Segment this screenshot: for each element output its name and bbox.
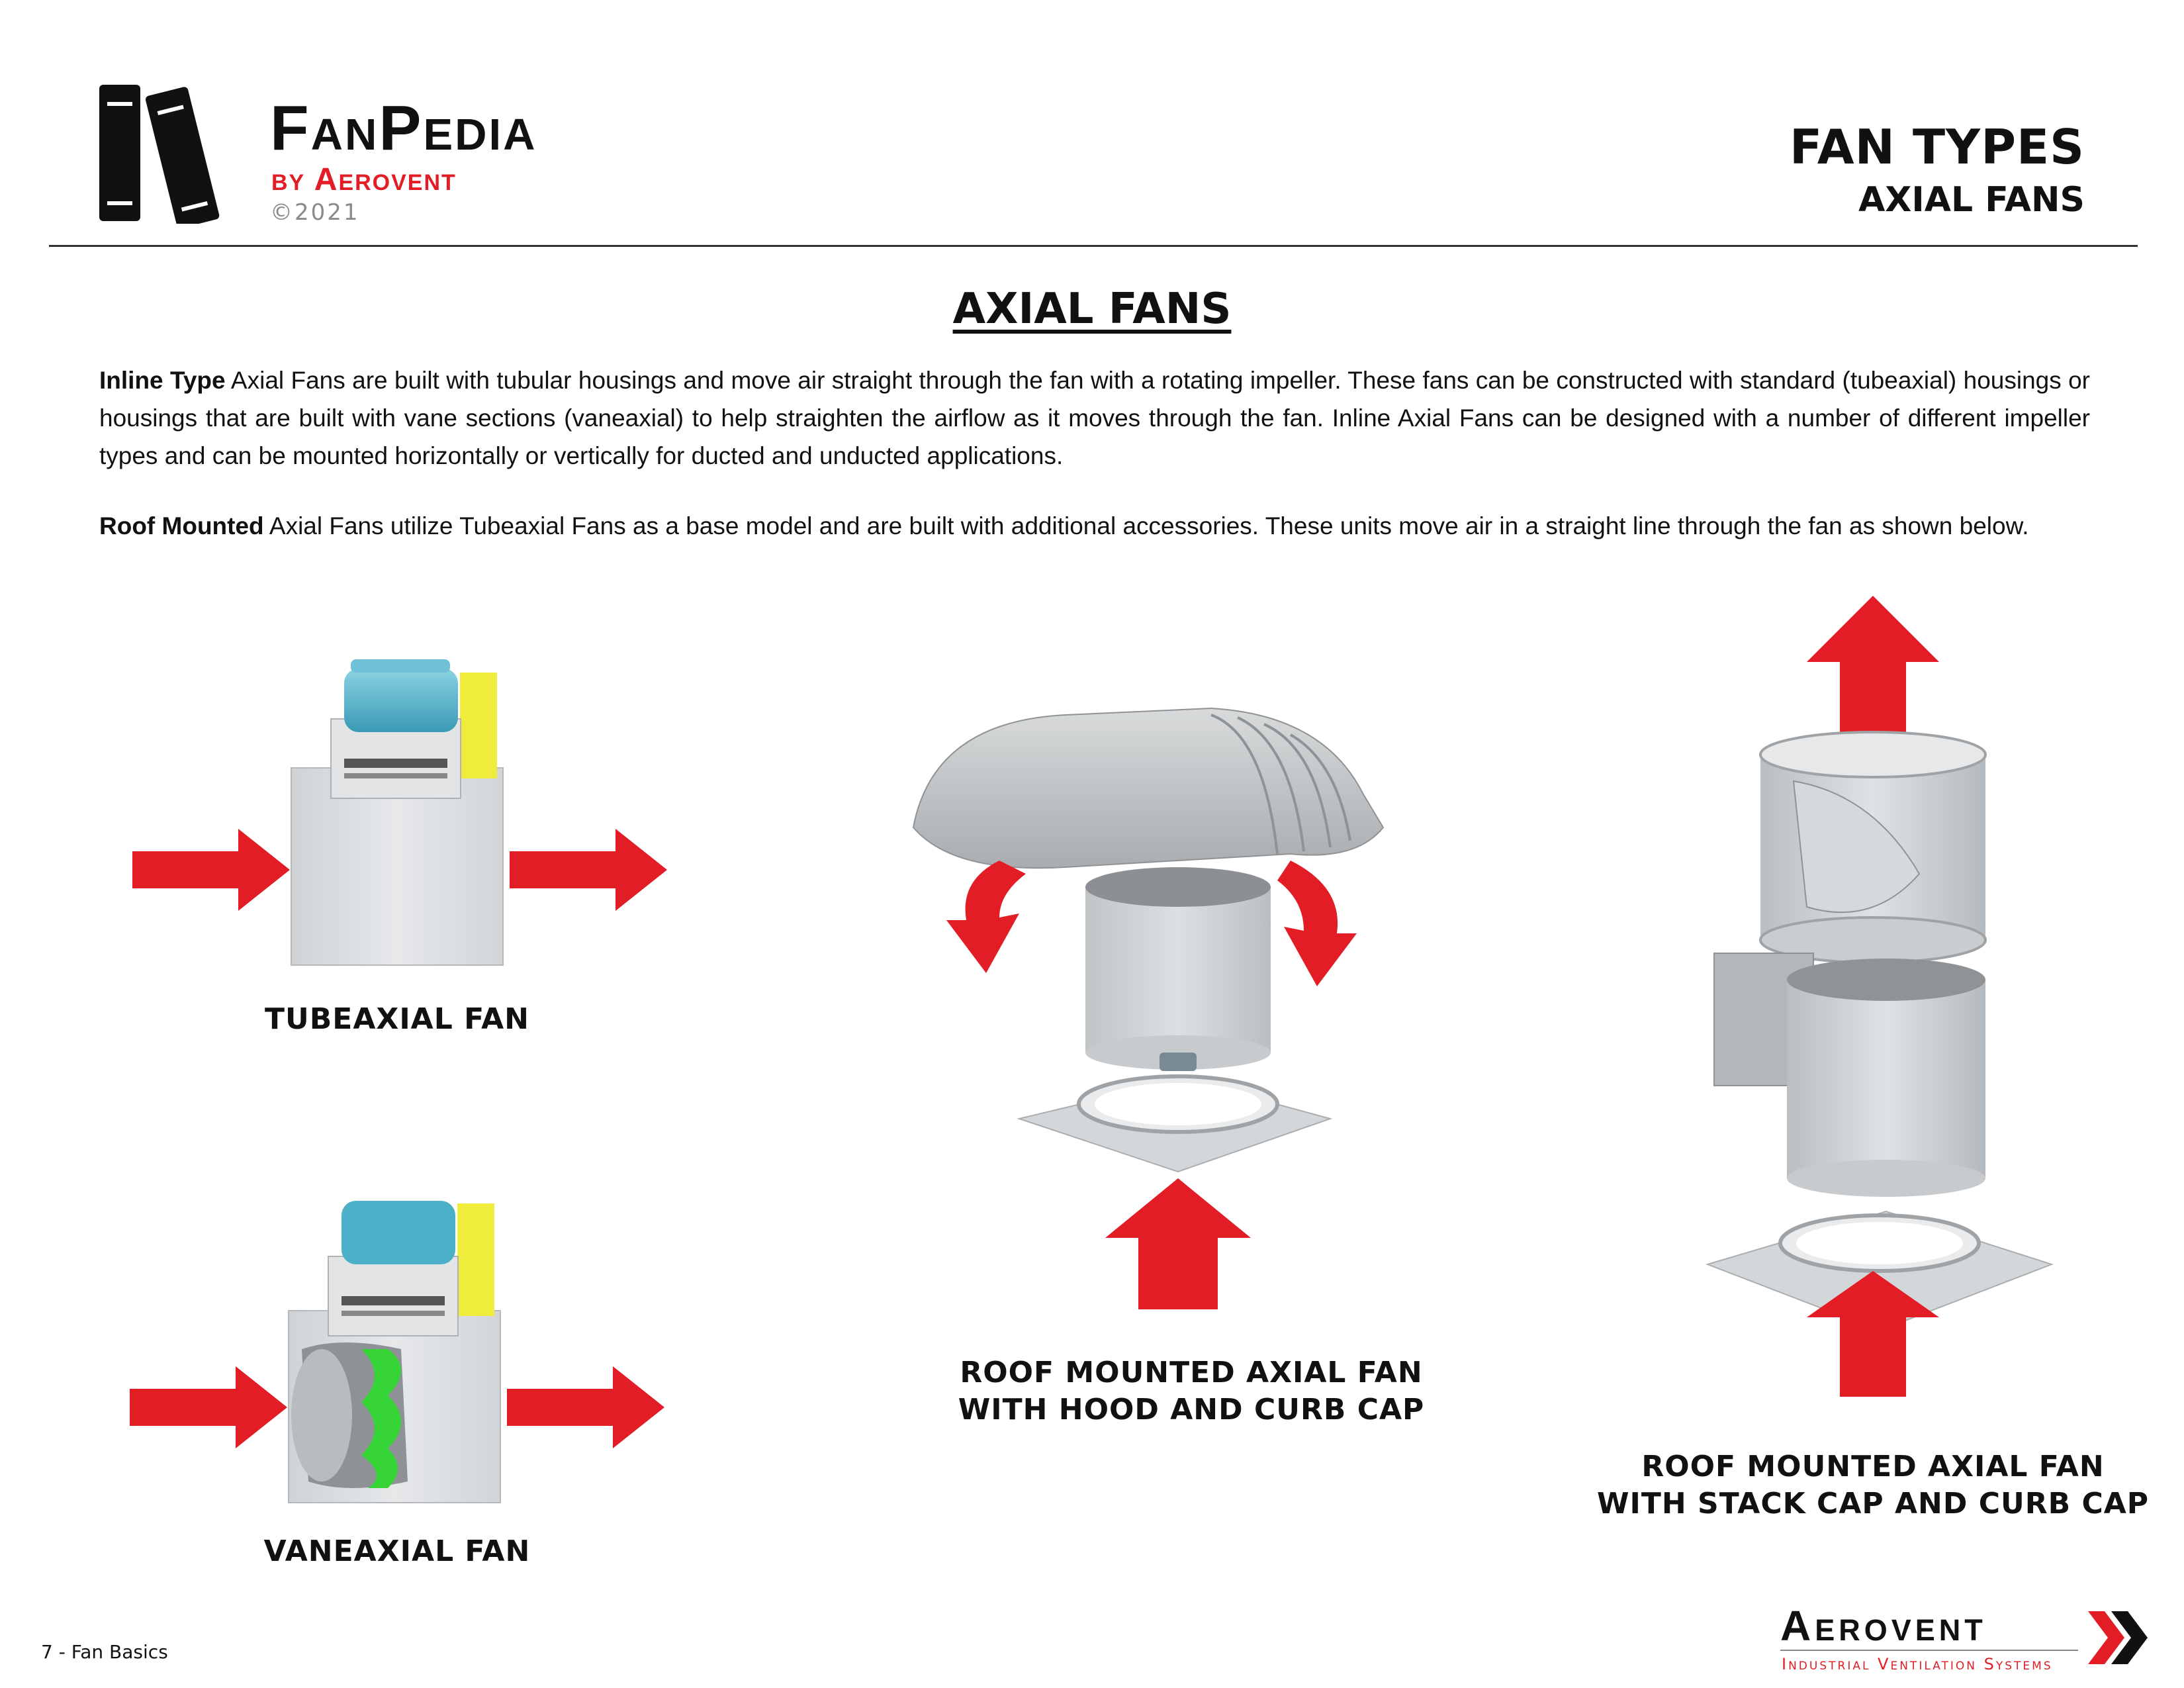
paragraph-text: Axial Fans utilize Tubeaxial Fans as a b… — [263, 512, 2029, 539]
footer-brand: Aerovent — [1780, 1602, 1987, 1650]
caption-roof-hood: ROOF MOUNTED AXIAL FAN WITH HOOD AND CUR… — [913, 1354, 1469, 1429]
footer-brand-divider — [1780, 1650, 2078, 1651]
header-title: FAN TYPES — [1789, 119, 2085, 175]
paragraph-inline-type: Inline Type Axial Fans are built with tu… — [99, 361, 2090, 475]
header-divider — [49, 245, 2138, 247]
caption-line: ROOF MOUNTED AXIAL FAN — [1641, 1450, 2105, 1483]
caption-line: WITH STACK CAP AND CURB CAP — [1596, 1487, 2150, 1521]
vaneaxial-fan-illustration — [130, 1201, 664, 1503]
paragraph-roof-mounted: Roof Mounted Axial Fans utilize Tubeaxia… — [99, 507, 2090, 545]
brand-name: FanPedia — [270, 93, 537, 164]
page-number-label: 7 - Fan Basics — [41, 1641, 168, 1663]
caption-roof-stack: ROOF MOUNTED AXIAL FAN WITH STACK CAP AN… — [1575, 1448, 2171, 1523]
airflow-in-arrow-icon — [132, 829, 290, 911]
books-logo-icon — [99, 85, 220, 224]
header-subtitle: AXIAL FANS — [1858, 180, 2085, 220]
chevron-logo-icon — [2088, 1611, 2148, 1664]
caption-line: ROOF MOUNTED AXIAL FAN — [960, 1356, 1423, 1389]
footer-tagline: Industrial Ventilation Systems — [1782, 1655, 2053, 1673]
brand-byline: by Aerovent — [271, 162, 457, 197]
airflow-curve-left-arrow-icon — [946, 861, 1026, 973]
airflow-out-arrow-icon — [510, 829, 667, 911]
airflow-in-arrow-icon — [130, 1366, 287, 1448]
airflow-up-arrow-icon — [1105, 1178, 1251, 1309]
paragraph-lead: Inline Type — [99, 367, 226, 394]
copyright: ©2021 — [270, 199, 360, 226]
airflow-out-arrow-icon — [507, 1366, 664, 1448]
page-title: AXIAL FANS — [952, 285, 1232, 334]
paragraph-text: Axial Fans are built with tubular housin… — [99, 367, 2090, 469]
caption-line: WITH HOOD AND CURB CAP — [958, 1393, 1425, 1427]
roof-stack-fan-illustration — [1705, 596, 2054, 1397]
airflow-curve-right-arrow-icon — [1277, 861, 1357, 986]
roof-hood-fan-illustration — [912, 707, 1385, 1309]
airflow-up-arrow-icon — [1807, 1271, 1939, 1397]
tubeaxial-fan-illustration — [132, 659, 667, 966]
caption-vaneaxial: VANEAXIAL FAN — [263, 1534, 531, 1568]
caption-tubeaxial: TUBEAXIAL FAN — [265, 1002, 529, 1036]
paragraph-lead: Roof Mounted — [99, 512, 264, 539]
airflow-up-arrow-icon — [1807, 596, 1939, 735]
